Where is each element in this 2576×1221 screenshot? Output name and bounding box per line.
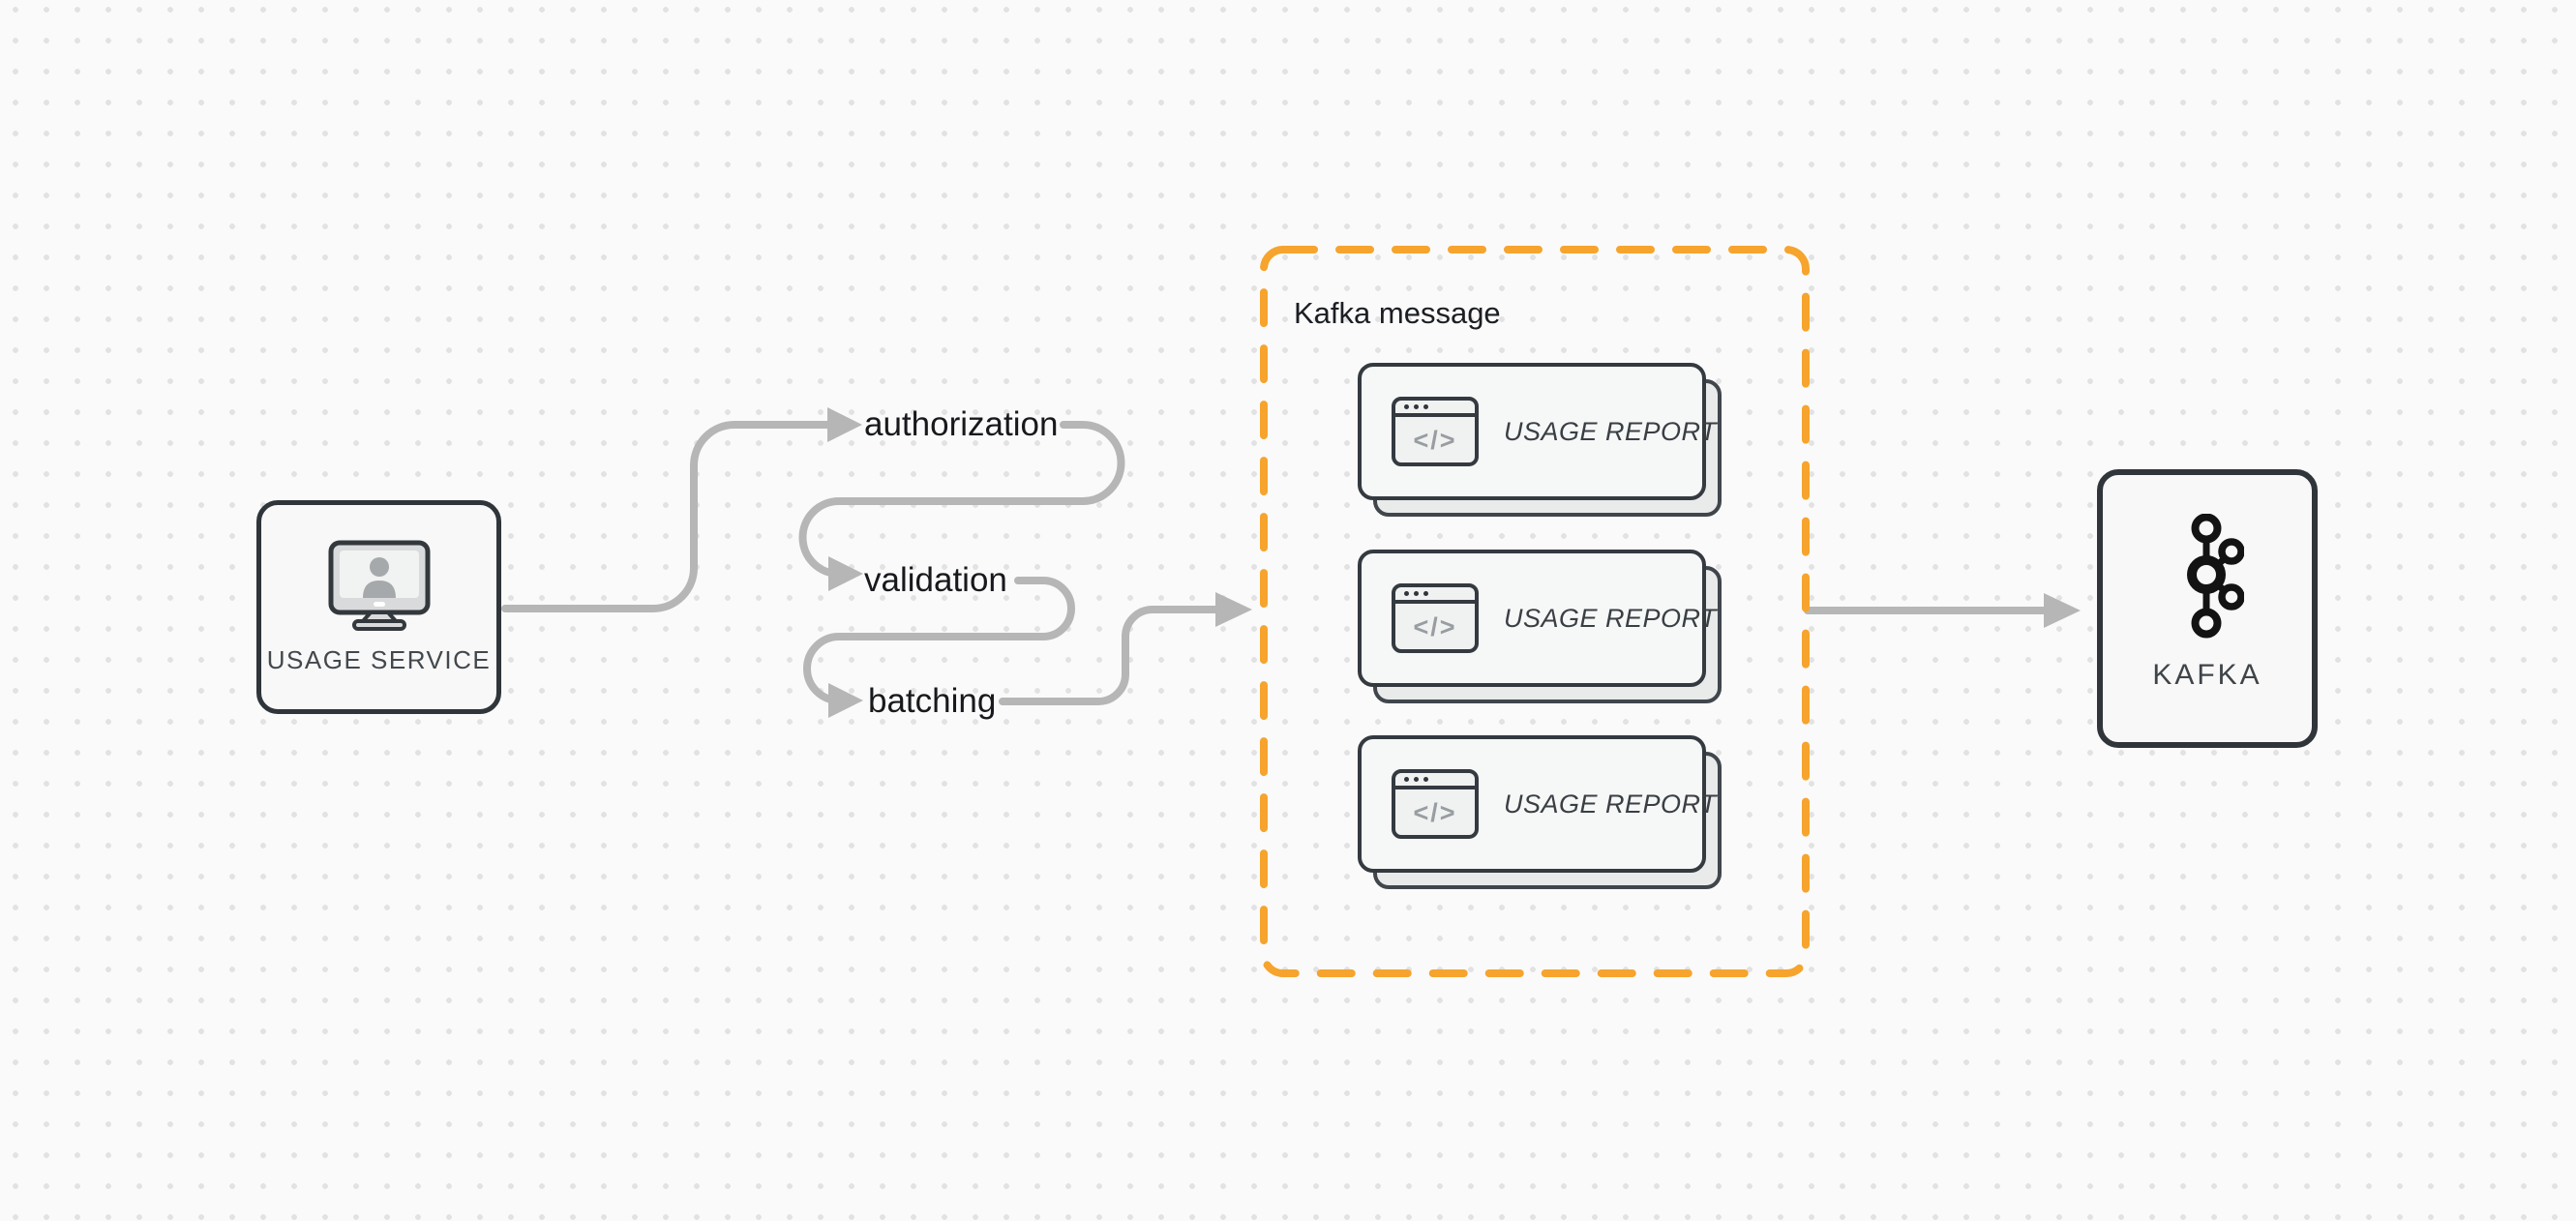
usage-service-label: USAGE SERVICE <box>266 644 492 674</box>
browser-icon-titlebar <box>1395 773 1475 789</box>
arrowhead-batching <box>828 683 863 718</box>
usage-report-card: </> USAGE REPORT <box>1358 550 1722 703</box>
browser-icon-dot <box>1404 404 1409 409</box>
kafka-message-group-title: Kafka message <box>1294 296 1501 330</box>
browser-icon-titlebar <box>1395 587 1475 604</box>
browser-icon-dot <box>1414 777 1419 782</box>
arrowhead-validation <box>828 556 863 591</box>
browser-icon-dot <box>1414 404 1419 409</box>
browser-icon-dot <box>1423 777 1428 782</box>
usage-report-card: </> USAGE REPORT <box>1358 363 1722 517</box>
flow-lines <box>501 421 2048 705</box>
line-validation-to-batching <box>803 577 1075 704</box>
card-front: </> USAGE REPORT <box>1358 735 1717 873</box>
arrowheads <box>827 407 2081 718</box>
arrowhead-authorization <box>827 407 862 442</box>
code-glyph: </> <box>1413 798 1457 827</box>
usage-report-label: USAGE REPORT <box>1504 603 1718 633</box>
usage-service-node: USAGE SERVICE <box>256 500 501 714</box>
kafka-logo-icon <box>2187 514 2244 639</box>
browser-icon-dot <box>1404 591 1409 596</box>
arrowhead-group <box>1215 592 1252 627</box>
kafka-node: KAFKA <box>2097 469 2318 748</box>
browser-icon-dot <box>1404 777 1409 782</box>
browser-code-icon: </> <box>1392 769 1479 839</box>
code-glyph: </> <box>1413 612 1457 641</box>
line-authorization-to-validation <box>798 421 1125 578</box>
arrowhead-kafka <box>2044 593 2081 628</box>
card-front: </> USAGE REPORT <box>1358 363 1717 500</box>
browser-code-icon: </> <box>1392 583 1479 653</box>
browser-icon-dot <box>1414 591 1419 596</box>
usage-report-label: USAGE REPORT <box>1504 789 1718 819</box>
kafka-message-group-border <box>1260 246 1810 977</box>
step-label-batching: batching <box>868 682 997 720</box>
step-label-validation: validation <box>864 561 1007 599</box>
code-glyph: </> <box>1413 426 1457 455</box>
line-batching-to-group <box>999 606 1221 705</box>
step-label-authorization: authorization <box>864 405 1059 443</box>
card-front: </> USAGE REPORT <box>1358 550 1717 687</box>
usage-report-card: </> USAGE REPORT <box>1358 735 1722 889</box>
browser-code-icon: </> <box>1392 397 1479 466</box>
kafka-label: KAFKA <box>2152 659 2262 691</box>
browser-icon-dot <box>1423 591 1428 596</box>
usage-report-label: USAGE REPORT <box>1504 416 1718 446</box>
monitor-user-icon <box>328 540 430 631</box>
line-usage-to-authorization <box>501 421 831 612</box>
browser-icon-dot <box>1423 404 1428 409</box>
browser-icon-titlebar <box>1395 401 1475 417</box>
